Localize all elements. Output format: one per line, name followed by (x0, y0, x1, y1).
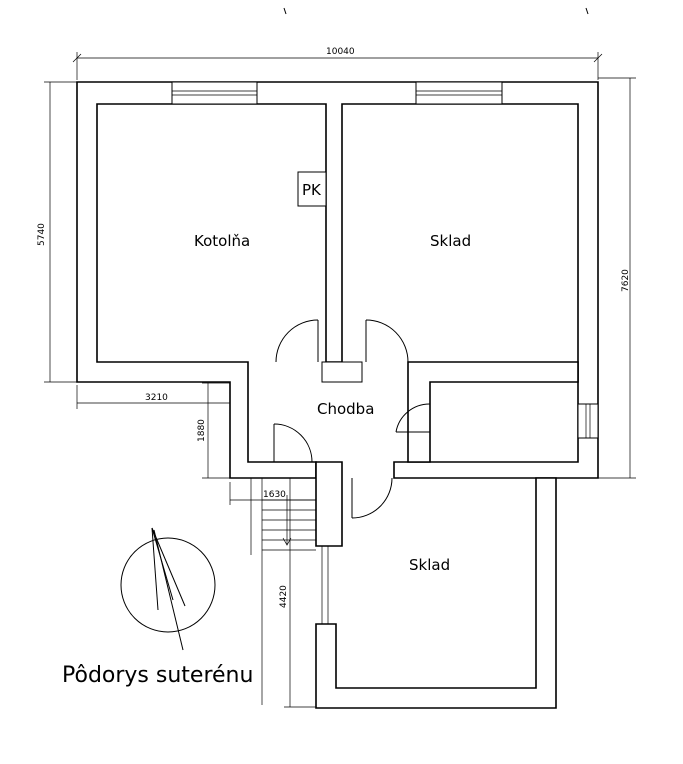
dimension-label-right-height: 7620 (621, 269, 631, 292)
dimension-left-height: 5740 (37, 81, 77, 383)
dimension-label-overall-width: 10040 (326, 47, 355, 57)
dimension-label-lower-height: 4420 (279, 585, 289, 608)
dimension-offset-height: 1880 (197, 382, 230, 479)
top-tick-mark (585, 7, 589, 15)
dimension-label-stair-width: 1630 (263, 490, 286, 500)
dimension-lower-height: 4420 (279, 478, 318, 708)
window-top-left (171, 81, 258, 105)
north-arrow-icon (120, 527, 216, 651)
dimension-stair-width: 1630 (229, 482, 317, 505)
outer-wall-lower (315, 461, 343, 547)
room-label-corridor: Chodba (317, 400, 374, 418)
inner-wall-small-room (407, 361, 579, 463)
dimension-right-height: 7620 (598, 77, 636, 479)
equipment-label: PK (302, 181, 322, 199)
drawing-title: Pôdorys suterénu (62, 663, 253, 688)
dimension-label-offset-width: 3210 (145, 393, 168, 403)
room-label-storage-lower: Sklad (409, 556, 450, 574)
dimension-overall-width: 10040 (72, 47, 603, 80)
top-tick-mark (283, 7, 287, 15)
window-right-side (577, 403, 599, 439)
door-boiler-room (275, 319, 319, 363)
equipment-box (297, 171, 327, 207)
corridor-vent (321, 361, 363, 383)
dimension-label-left-height: 5740 (37, 223, 47, 246)
outer-wall-upper (76, 81, 599, 479)
door-stair (273, 423, 313, 463)
exterior-stair (250, 478, 316, 705)
door-small-room (395, 403, 431, 433)
room-label-boiler: Kotolňa (194, 232, 250, 250)
door-storage-upper (365, 319, 409, 363)
dimension-label-offset-height: 1880 (197, 419, 207, 442)
dimension-offset-width: 3210 (76, 385, 231, 409)
room-label-storage-upper: Sklad (430, 232, 471, 250)
window-top-right (415, 81, 503, 105)
door-storage-lower (351, 477, 393, 519)
outer-wall-lower-room (315, 477, 557, 709)
